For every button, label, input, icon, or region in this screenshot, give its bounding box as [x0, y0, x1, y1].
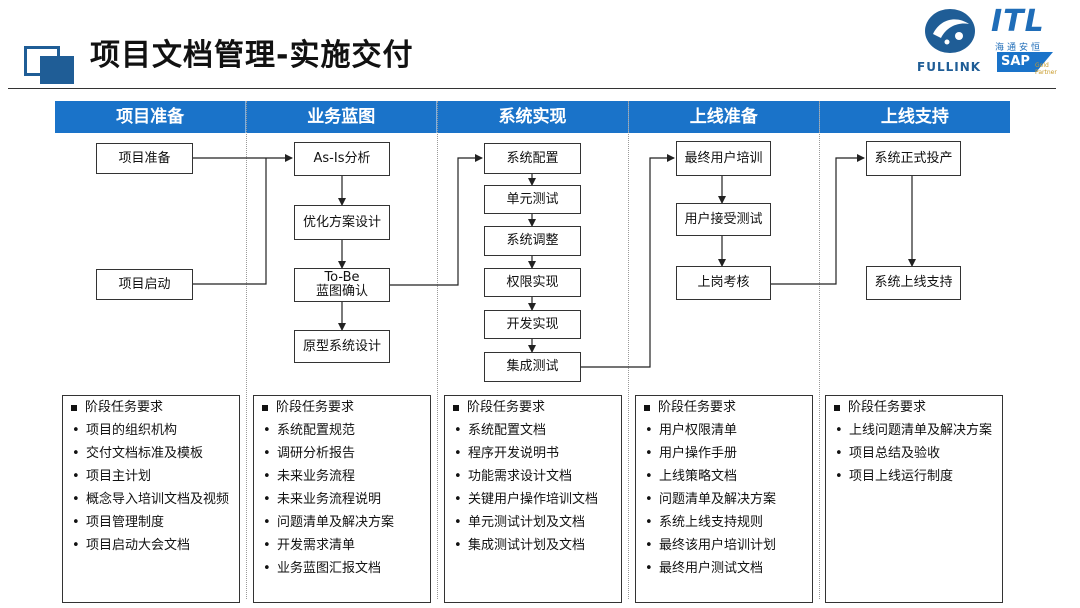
column-divider [819, 101, 820, 599]
step-permission: 权限实现 [484, 268, 581, 297]
step-development: 开发实现 [484, 310, 581, 339]
fullink-logo-icon [925, 9, 975, 53]
step-prototype-design: 原型系统设计 [294, 330, 390, 363]
square-bullet-icon [262, 404, 268, 411]
step-end-user-training: 最终用户培训 [676, 141, 771, 176]
task-item: 用户操作手册 [644, 447, 804, 462]
title-decoration-fill [40, 56, 74, 84]
step-user-acceptance-test: 用户接受测试 [676, 203, 771, 236]
task-box: 阶段任务要求 系统配置规范 调研分析报告 未来业务流程 未来业务流程说明 问题清… [253, 395, 431, 603]
phase-label: 系统实现 [437, 101, 629, 133]
itl-logo-cn: 海通安恒 [995, 43, 1044, 53]
header-rule [8, 88, 1056, 89]
task-item: 用户权限清单 [644, 424, 804, 439]
task-item: 项目启动大会文档 [71, 539, 231, 554]
step-system-config: 系统配置 [484, 143, 581, 174]
square-bullet-icon [453, 404, 459, 411]
square-bullet-icon [834, 404, 840, 411]
task-box: 阶段任务要求 项目的组织机构 交付文档标准及模板 项目主计划 概念导入培训文档及… [62, 395, 240, 603]
task-item: 单元测试计划及文档 [453, 516, 613, 531]
task-item: 上线策略文档 [644, 470, 804, 485]
step-project-kickoff: 项目启动 [96, 269, 193, 300]
task-item: 未来业务流程说明 [262, 493, 422, 508]
task-item: 项目的组织机构 [71, 424, 231, 439]
step-project-prep: 项目准备 [96, 143, 193, 174]
column-divider [437, 101, 438, 599]
task-box: 阶段任务要求 上线问题清单及解决方案 项目总结及验收 项目上线运行制度 [825, 395, 1003, 603]
task-item: 问题清单及解决方案 [644, 493, 804, 508]
step-optimization-design: 优化方案设计 [294, 205, 390, 240]
task-heading: 阶段任务要求 [453, 401, 613, 415]
sap-logo: SAP [997, 52, 1053, 72]
step-go-live-support: 系统上线支持 [866, 266, 961, 300]
task-item: 系统配置规范 [262, 424, 422, 439]
task-item: 上线问题清单及解决方案 [834, 424, 994, 439]
itl-logo-text: ITL [991, 4, 1045, 39]
task-item: 调研分析报告 [262, 447, 422, 462]
task-box: 阶段任务要求 系统配置文档 程序开发说明书 功能需求设计文档 关键用户操作培训文… [444, 395, 622, 603]
task-item: 系统配置文档 [453, 424, 613, 439]
task-item: 项目总结及验收 [834, 447, 994, 462]
phase-label: 上线支持 [880, 107, 949, 127]
task-heading: 阶段任务要求 [262, 401, 422, 415]
step-production-launch: 系统正式投产 [866, 141, 961, 176]
phase-label: 业务蓝图 [246, 101, 438, 133]
phase-bar: 项目准备 业务蓝图 系统实现 上线准备 上线支持 [55, 101, 1010, 133]
task-item: 最终该用户培训计划 [644, 539, 804, 554]
column-divider [628, 101, 629, 599]
step-integration-test: 集成测试 [484, 352, 581, 382]
task-item: 功能需求设计文档 [453, 470, 613, 485]
phase-label: 项目准备 [55, 101, 247, 133]
task-item: 业务蓝图汇报文档 [262, 562, 422, 577]
task-item: 系统上线支持规则 [644, 516, 804, 531]
square-bullet-icon [644, 404, 650, 411]
step-as-is-analysis: As-Is分析 [294, 142, 390, 176]
task-item: 关键用户操作培训文档 [453, 493, 613, 508]
task-item: 项目上线运行制度 [834, 470, 994, 485]
step-job-assessment: 上岗考核 [676, 266, 771, 300]
slide-title: 项目文档管理-实施交付 [90, 38, 414, 73]
task-item: 项目管理制度 [71, 516, 231, 531]
task-item: 未来业务流程 [262, 470, 422, 485]
task-item: 项目主计划 [71, 470, 231, 485]
task-heading: 阶段任务要求 [71, 401, 231, 415]
task-item: 概念导入培训文档及视频 [71, 493, 231, 508]
fullink-logo-text: FULLINK [917, 60, 982, 74]
to-be-label: To-Be [324, 270, 360, 285]
task-item: 最终用户测试文档 [644, 562, 804, 577]
step-system-adjust: 系统调整 [484, 226, 581, 256]
task-item: 问题清单及解决方案 [262, 516, 422, 531]
task-heading: 阶段任务要求 [834, 401, 994, 415]
task-item: 集成测试计划及文档 [453, 539, 613, 554]
step-unit-test: 单元测试 [484, 185, 581, 214]
column-divider [246, 101, 247, 599]
step-to-be-confirm: To-Be 蓝图确认 [294, 268, 390, 302]
blueprint-confirm-label: 蓝图确认 [315, 284, 368, 299]
task-box: 阶段任务要求 用户权限清单 用户操作手册 上线策略文档 问题清单及解决方案 系统… [635, 395, 813, 603]
task-heading: 阶段任务要求 [644, 401, 804, 415]
task-item: 开发需求清单 [262, 539, 422, 554]
task-item: 交付文档标准及模板 [71, 447, 231, 462]
square-bullet-icon [71, 404, 77, 411]
task-item: 程序开发说明书 [453, 447, 613, 462]
phase-label: 上线准备 [629, 101, 820, 133]
